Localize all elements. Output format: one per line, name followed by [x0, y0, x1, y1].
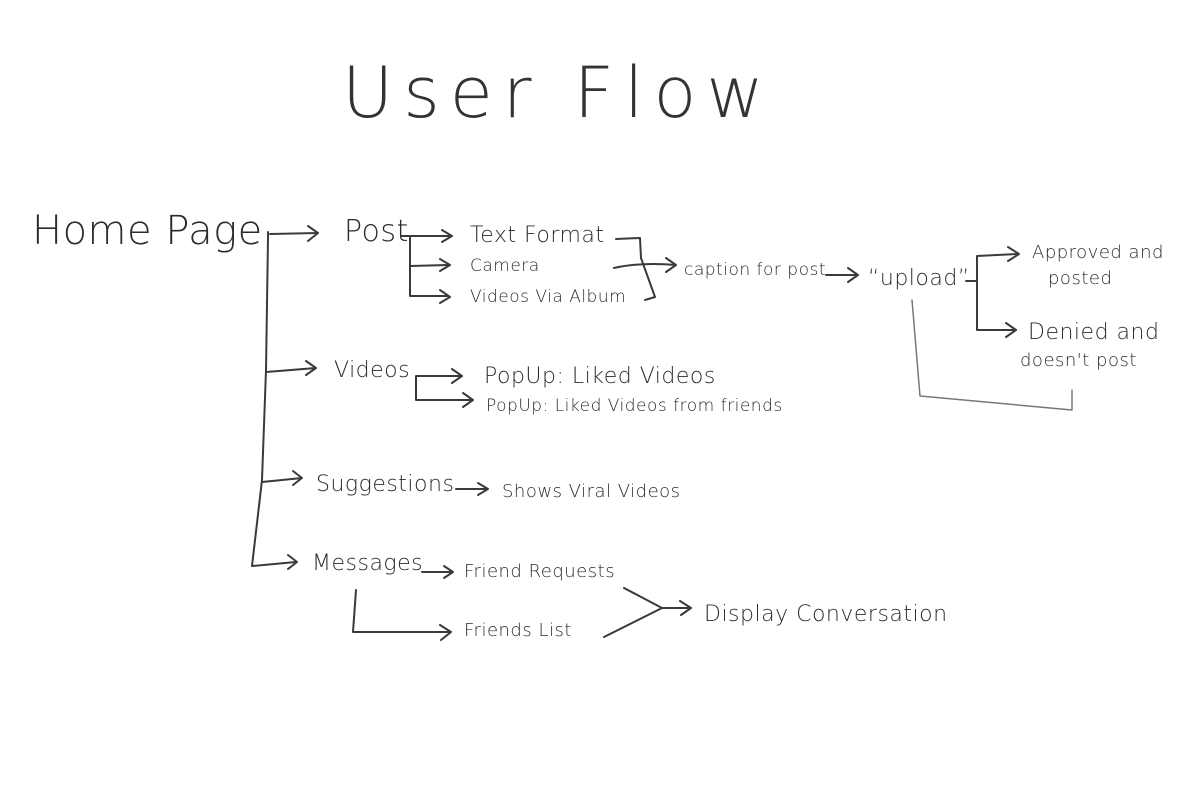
arrowheads-upload [1005, 246, 1020, 338]
edge-caption-upload [825, 267, 859, 283]
node-post: Post [344, 214, 409, 249]
edge-post-branches [401, 235, 451, 297]
edge-home-videos [265, 360, 317, 376]
node-popup-liked-videos: PopUp: Liked Videos [484, 364, 716, 389]
edge-messages-friendslist [352, 589, 452, 641]
edge-home-suggestions [261, 470, 303, 486]
edge-suggestions-viral [455, 482, 489, 496]
page-title: User Flow [342, 52, 774, 134]
node-display-conversation: Display Conversation [704, 602, 948, 627]
node-friend-requests: Friend Requests [464, 561, 616, 582]
node-approved-line1: Approved and [1032, 242, 1164, 263]
node-popup-liked-videos-friends: PopUp: Liked Videos from friends [486, 396, 783, 416]
node-caption-for-post: caption for post [684, 260, 827, 280]
edge-messages-requests [421, 565, 454, 579]
node-home-page: Home Page [32, 208, 263, 254]
node-approved-line2: posted [1048, 268, 1113, 289]
node-denied-line2: doesn't post [1020, 350, 1137, 371]
node-videos: Videos [334, 358, 411, 383]
edge-upload-branches [965, 253, 1019, 331]
edge-home-trunk [251, 231, 297, 567]
node-suggestions: Suggestions [316, 472, 455, 497]
arrowhead-messages [287, 554, 298, 570]
arrowheads-videos [451, 368, 474, 408]
node-messages: Messages [312, 551, 424, 576]
edge-camera-caption [613, 257, 677, 273]
node-upload: “upload” [868, 266, 970, 291]
node-shows-viral-videos: Shows Viral Videos [502, 481, 681, 502]
node-friends-list: Friends List [464, 620, 572, 641]
node-videos-via-album: Videos Via Album [470, 287, 627, 307]
arrowheads-post [439, 229, 453, 304]
node-denied-line1: Denied and [1028, 320, 1160, 345]
edge-merge-conversation [603, 587, 692, 638]
edge-home-post [269, 225, 319, 242]
edge-merge-bracket [615, 237, 656, 301]
node-text-format: Text Format [470, 223, 605, 248]
edge-videos-branches [415, 375, 473, 401]
node-camera: Camera [470, 256, 540, 276]
edge-denied-loop [911, 299, 1073, 411]
